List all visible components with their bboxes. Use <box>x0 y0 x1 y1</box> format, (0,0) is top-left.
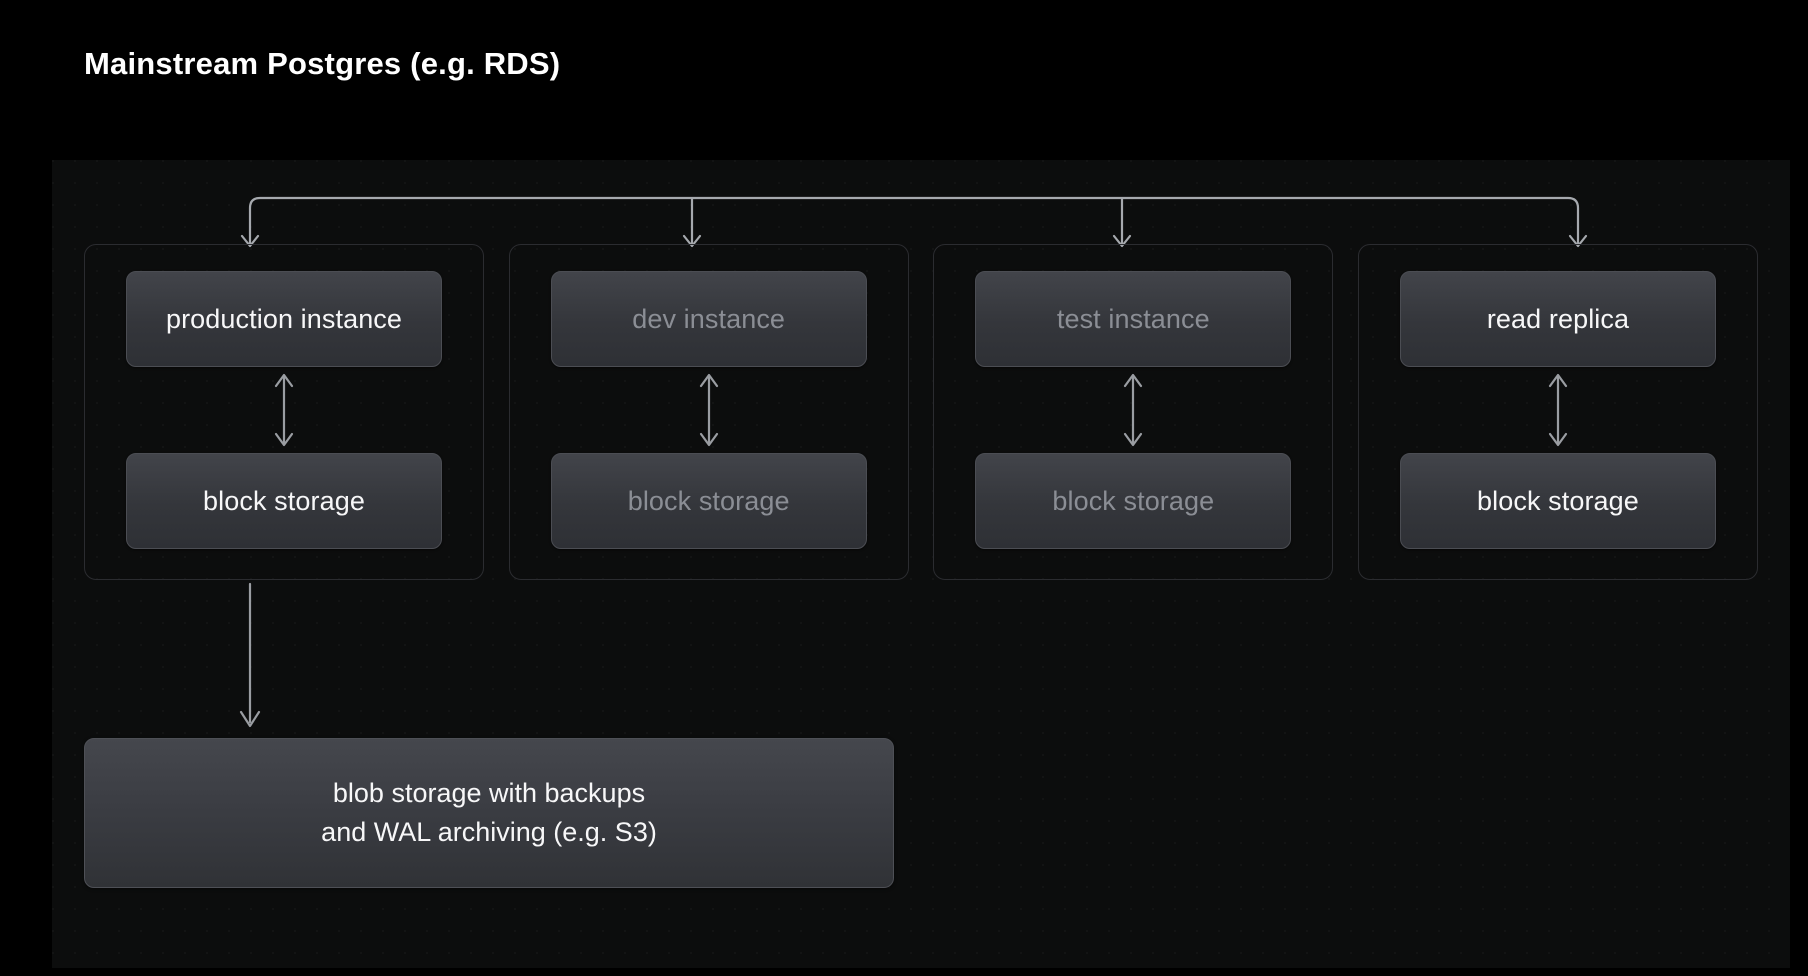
node-dev-block-storage[interactable]: block storage <box>550 453 867 549</box>
node-read-replica[interactable]: read replica <box>1399 271 1716 367</box>
link-read-replica-instance-storage <box>1400 367 1716 453</box>
node-production-instance[interactable]: production instance <box>126 271 442 367</box>
blob-storage-line-1: blob storage with backups <box>332 777 646 808</box>
link-test-instance-storage <box>975 367 1291 453</box>
column-group-production[interactable]: production instance block storage <box>84 244 484 580</box>
node-dev-instance[interactable]: dev instance <box>550 271 867 367</box>
column-group-dev[interactable]: dev instance block storage <box>508 244 909 580</box>
node-test-instance[interactable]: test instance <box>975 271 1292 367</box>
diagram-panel: production instance block storage dev in… <box>52 160 1790 968</box>
node-blob-storage[interactable]: blob storage with backups and WAL archiv… <box>84 738 894 888</box>
node-test-block-storage[interactable]: block storage <box>975 453 1292 549</box>
node-read-replica-block-storage[interactable]: block storage <box>1399 453 1716 549</box>
column-group-test[interactable]: test instance block storage <box>933 244 1334 580</box>
node-production-block-storage[interactable]: block storage <box>126 453 442 549</box>
column-group-read-replica[interactable]: read replica block storage <box>1357 244 1758 580</box>
column-groups: production instance block storage dev in… <box>84 244 1758 580</box>
blob-storage-line-2: and WAL archiving (e.g. S3) <box>321 817 657 847</box>
link-production-to-blob-storage <box>84 580 484 740</box>
page-title: Mainstream Postgres (e.g. RDS) <box>84 46 561 81</box>
link-production-instance-storage <box>126 367 442 453</box>
link-dev-instance-storage <box>551 367 867 453</box>
